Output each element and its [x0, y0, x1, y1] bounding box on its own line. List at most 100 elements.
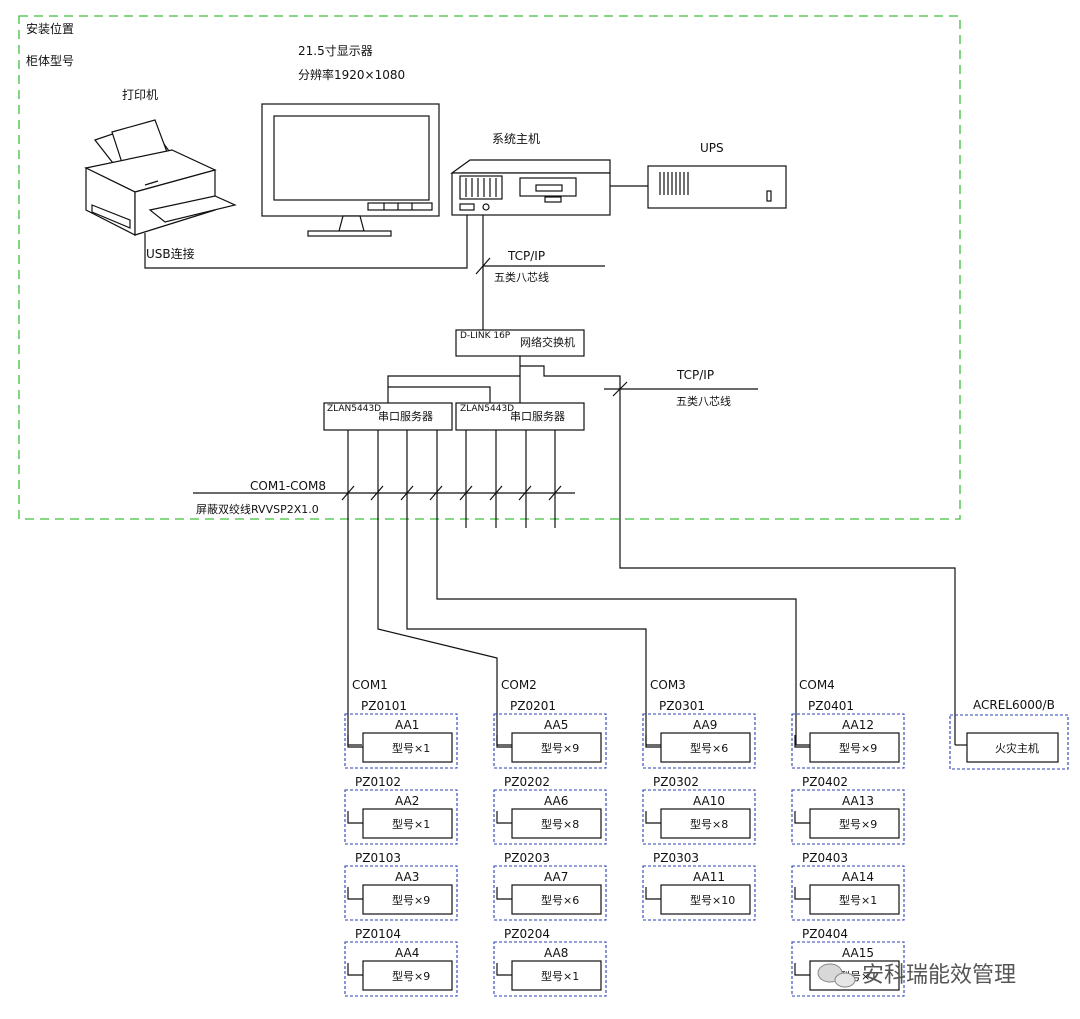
printer-icon [84, 119, 237, 236]
pz-label: PZ0203 [504, 851, 550, 865]
panel-frame [493, 941, 607, 997]
com-range-label: COM1-COM8 [250, 479, 326, 493]
pz-label: PZ0301 [659, 699, 705, 713]
aa-label: AA9 [693, 718, 717, 732]
meter-box [511, 808, 602, 839]
monitor-resolution-label: 分辨率1920×1080 [298, 67, 405, 82]
pz-label: PZ0102 [355, 775, 401, 789]
panel-bus-tap [794, 811, 810, 824]
aa-label: AA11 [693, 870, 725, 884]
meter-model-label: 型号×1 [541, 969, 579, 983]
aa-label: AA7 [544, 870, 568, 884]
com-label: COM1 [352, 678, 388, 692]
fire-model-label: ACREL6000/B [973, 698, 1055, 712]
panel-bus-tap [347, 887, 363, 900]
install-location-label: 安装位置 [26, 21, 74, 36]
aa-label: AA5 [544, 718, 568, 732]
tcpip-label-1: TCP/IP [507, 249, 545, 263]
meter-box [362, 808, 453, 839]
system-host-icon [450, 159, 611, 216]
meter-model-label: 型号×1 [839, 893, 877, 907]
panel-frame [791, 789, 905, 845]
aa-label: AA13 [842, 794, 874, 808]
bus-cable-label: 屏蔽双绞线RVVSP2X1.0 [196, 502, 319, 516]
meter-box [362, 732, 453, 763]
panel-frame [344, 713, 458, 769]
switch-label: 网络交换机 [520, 335, 575, 349]
ups-icon [647, 165, 787, 209]
com3-route [406, 430, 661, 746]
panel-bus-tap [645, 735, 661, 748]
panel-bus-tap [496, 811, 512, 824]
panel-bus-tap [347, 735, 363, 748]
panel-frame [642, 789, 756, 845]
cable-label-2: 五类八芯线 [676, 394, 731, 408]
switch-fire-link [520, 365, 956, 745]
meter-model-label: 型号×9 [839, 817, 877, 831]
com2-route [377, 430, 512, 746]
meter-box [511, 884, 602, 915]
meter-model-label: 型号×6 [541, 893, 579, 907]
pz-label: PZ0202 [504, 775, 550, 789]
panel-bus-tap [496, 735, 512, 748]
monitor-size-label: 21.5寸显示器 [298, 44, 373, 58]
serial-server-2 [455, 402, 585, 431]
serial-server-2-model: ZLAN5443D [460, 404, 514, 414]
install-frame [18, 15, 961, 520]
aa-label: AA4 [395, 946, 419, 960]
meter-box [362, 960, 453, 991]
pz-label: PZ0303 [653, 851, 699, 865]
panel-frame [493, 713, 607, 769]
tcpip-slash-1 [475, 257, 491, 275]
meter-box [511, 732, 602, 763]
panel-frame [642, 713, 756, 769]
pz-label: PZ0403 [802, 851, 848, 865]
panel-bus-tap [645, 811, 661, 824]
meter-model-label: 型号×9 [392, 893, 430, 907]
meter-model-label: 型号×1 [392, 741, 430, 755]
spare-com-drops [465, 430, 556, 528]
system-host-label: 系统主机 [492, 132, 540, 146]
meter-model-label: 型号×9 [392, 969, 430, 983]
panel-frame [493, 865, 607, 921]
panel-bus-tap [794, 735, 810, 748]
switch-model-label: D-LINK 16P [460, 331, 511, 341]
panel-frame [344, 789, 458, 845]
switch-server1-link [387, 375, 520, 403]
panel-bus-tap [794, 887, 810, 900]
fire-host-label: 火灾主机 [995, 741, 1039, 755]
pz-label: PZ0101 [361, 699, 407, 713]
printer-label: 打印机 [122, 88, 158, 102]
pz-label: PZ0204 [504, 927, 550, 941]
com4-route [436, 430, 810, 746]
com-label: COM2 [501, 678, 537, 692]
panel-frame [791, 713, 905, 769]
server-bridge-link [388, 386, 491, 403]
aa-label: AA8 [544, 946, 568, 960]
panel-bus-tap [496, 887, 512, 900]
com1-route [347, 430, 362, 746]
meter-model-label: 型号×10 [690, 893, 735, 907]
usb-label: USB连接 [146, 246, 195, 261]
pz-label: PZ0302 [653, 775, 699, 789]
fire-panel-frame [949, 714, 1069, 770]
cable-label-1: 五类八芯线 [494, 270, 549, 284]
aa-label: AA12 [842, 718, 874, 732]
fire-host-box [966, 732, 1059, 763]
ups-label: UPS [700, 141, 724, 155]
network-switch [455, 329, 585, 357]
serial-server-1 [323, 402, 453, 431]
panel-frame [344, 941, 458, 997]
panel-frame [791, 941, 905, 997]
panel-frame [493, 789, 607, 845]
pz-label: PZ0402 [802, 775, 848, 789]
meter-model-label: 型号×1 [392, 817, 430, 831]
monitor-icon [261, 103, 440, 237]
panel-bus-tap [347, 963, 363, 976]
aa-label: AA10 [693, 794, 725, 808]
serial-server-1-label: 串口服务器 [378, 410, 433, 423]
pz-label: PZ0103 [355, 851, 401, 865]
panel-bus-tap [347, 811, 363, 824]
pz-label: PZ0104 [355, 927, 401, 941]
